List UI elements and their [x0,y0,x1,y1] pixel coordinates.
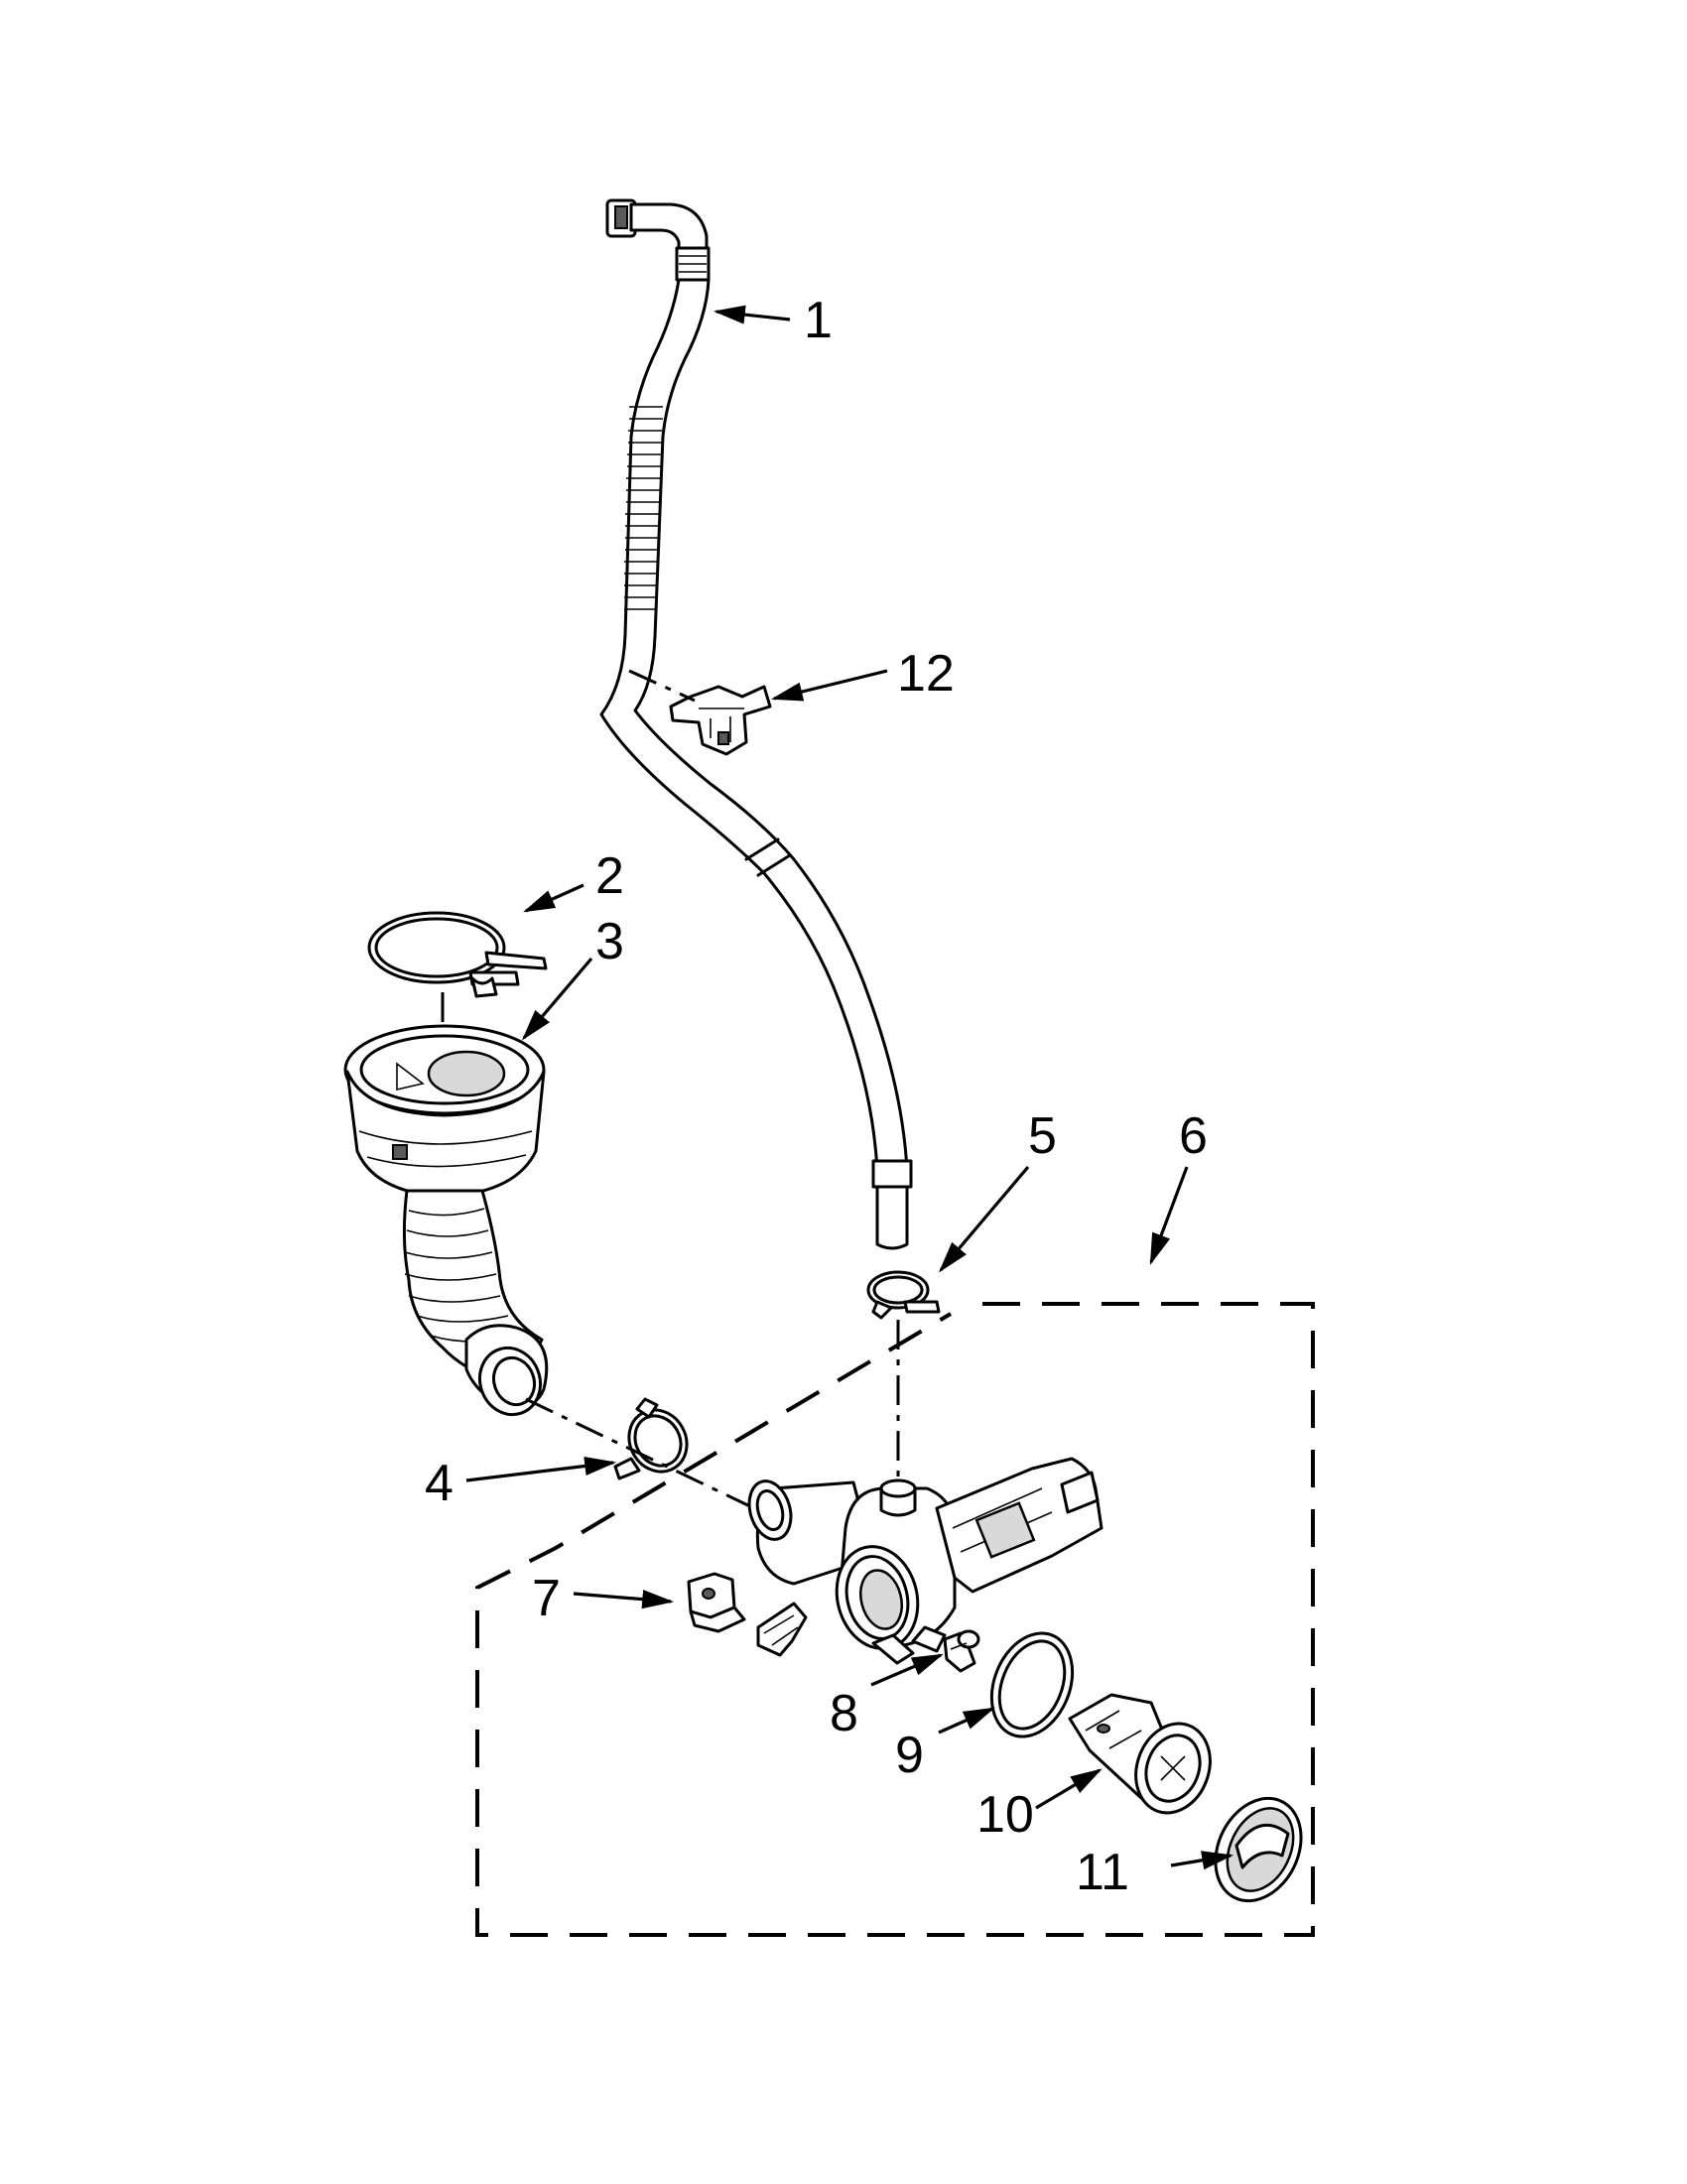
callout-labels: 1 2 3 4 5 6 7 8 9 10 11 12 [425,292,1208,1901]
callout-10[interactable]: 10 [976,1786,1034,1844]
leader-5 [938,1165,1030,1273]
sump-hose-part[interactable] [343,1024,550,1423]
leader-6 [1149,1166,1189,1265]
callout-9[interactable]: 9 [895,1727,924,1784]
hose-corrugations [624,406,663,610]
pump-filter-part[interactable] [1068,1693,1223,1824]
leader-12 [770,669,888,702]
pump-bracket-part[interactable] [687,1572,808,1657]
leader-3 [521,957,593,1041]
gasket-part[interactable] [977,1621,1088,1749]
leader-2 [523,883,584,913]
callout-5[interactable]: 5 [1028,1107,1057,1165]
leader-1 [713,305,791,324]
callout-7[interactable]: 7 [532,1570,561,1627]
callout-12[interactable]: 12 [897,645,955,703]
outlet-clamp-part[interactable] [866,1270,941,1320]
callout-4[interactable]: 4 [425,1455,454,1512]
pump-assembly-boundary [475,1302,1315,1937]
leader-7 [573,1590,675,1609]
drain-pump-body[interactable] [743,1457,1103,1665]
leader-4 [465,1456,617,1482]
callout-3[interactable]: 3 [595,913,624,970]
filter-cap-part[interactable] [1199,1784,1317,1915]
clip-centerline [628,669,696,703]
leader-lines [465,305,1234,1870]
tub-clamp-part[interactable] [367,911,548,998]
hose-clip-part[interactable] [669,685,772,756]
inlet-clamp-part[interactable] [613,1397,698,1482]
callout-6[interactable]: 6 [1179,1107,1208,1165]
leader-11 [1170,1851,1234,1870]
callout-8[interactable]: 8 [830,1685,858,1742]
callout-11[interactable]: 11 [1076,1844,1129,1901]
callout-2[interactable]: 2 [595,847,624,905]
drain-hose-part[interactable] [599,198,913,1250]
leader-10 [1035,1768,1103,1810]
callout-1[interactable]: 1 [804,292,833,349]
leader-9 [938,1707,995,1734]
leader-8 [870,1653,944,1687]
drain-plug-part[interactable] [943,1629,980,1673]
